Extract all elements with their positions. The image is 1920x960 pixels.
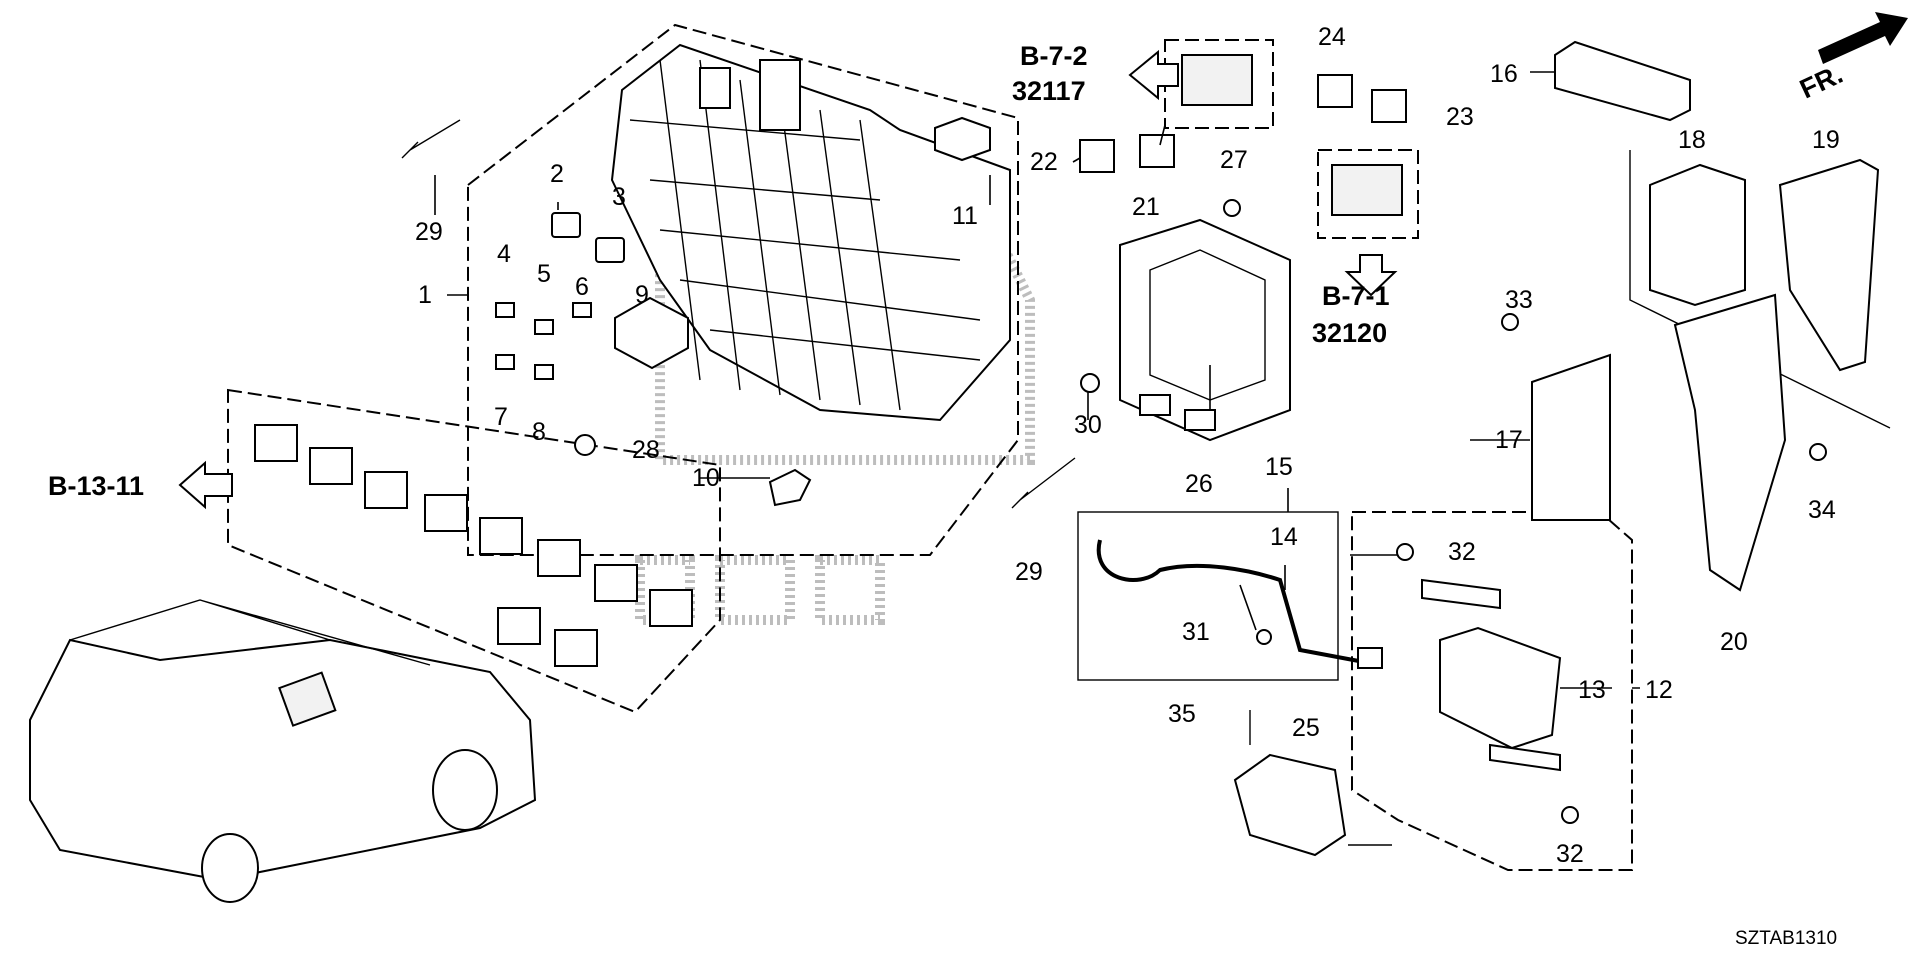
bolt-32-bottom [1561,806,1579,824]
bolt-29-top [401,119,461,159]
module-16 [1554,40,1691,122]
mini-fuse-8 [534,364,554,380]
part-labels: 1 2 3 4 5 6 7 8 9 10 11 12 13 14 15 16 1… [415,23,1840,868]
bolt-27 [1223,199,1241,217]
leader-lines [434,71,1640,846]
label-1: 1 [418,281,432,309]
label-22: 22 [1030,148,1058,176]
assembly-12-outline [1351,511,1633,871]
label-30: 30 [1074,411,1102,439]
bolt-32-top [1396,543,1414,561]
label-12: 12 [1645,676,1673,704]
mini-fuse-4 [495,302,515,318]
relay-9 [614,296,689,370]
vehicle-outline [29,599,537,903]
label-19: 19 [1812,126,1840,154]
relay-21 [1139,134,1175,168]
front-arrow-icon [1818,12,1908,64]
label-7: 7 [494,403,508,431]
module-17 [1531,353,1611,521]
label-33: 33 [1505,286,1533,314]
label-18: 18 [1678,126,1706,154]
harness-14 [1096,539,1381,667]
unit-13 [1439,626,1562,750]
label-9: 9 [635,281,649,309]
label-10: 10 [692,464,720,492]
label-29-top: 29 [415,218,443,246]
label-5: 5 [537,260,551,288]
relay-bank [254,424,693,667]
clip-10 [768,468,812,507]
relay-11 [934,116,991,162]
label-32-top: 32 [1448,538,1476,566]
label-15: 15 [1265,453,1293,481]
label-35: 35 [1168,700,1196,728]
ref-b7-1: B-7-1 [1322,281,1390,311]
arrow-b7-1 [1344,254,1398,297]
ref-b13-11: B-13-11 [48,471,144,501]
label-29-bottom: 29 [1015,558,1043,586]
label-27: 27 [1220,146,1248,174]
control-unit-26 [1119,218,1291,442]
label-21: 21 [1132,193,1160,221]
module-18 [1649,163,1746,307]
label-4: 4 [497,240,511,268]
fuse-box-group-outline [467,23,1019,556]
front-indicator: FR. [1795,59,1847,105]
bracket-top-12 [1421,578,1501,610]
harness-connector [1357,647,1383,669]
label-23: 23 [1446,103,1474,131]
sub-relay-box-b7-2 [1181,54,1253,106]
relay-23 [1371,89,1407,123]
mini-fuse-6 [572,302,592,318]
label-17: 17 [1495,426,1523,454]
label-16: 16 [1490,60,1518,88]
harness-15-box [1077,511,1339,681]
sub-relay-bottom-outline [1317,149,1419,239]
bracket-20 [1673,293,1787,592]
label-2: 2 [550,160,564,188]
fuse-box [610,43,1011,422]
label-13: 13 [1578,676,1606,704]
clip-31 [1256,629,1272,645]
label-31: 31 [1182,618,1210,646]
sensor-25 [1233,753,1347,857]
label-6: 6 [575,273,589,301]
sub-relay-box-b7-1 [1331,164,1403,216]
label-20: 20 [1720,628,1748,656]
bolt-33 [1501,313,1519,331]
label-3: 3 [612,183,626,211]
ref-b7-2: B-7-2 [1020,41,1088,71]
ref-b7-2-code: 32117 [1012,76,1086,106]
label-25: 25 [1292,714,1320,742]
bolt-28 [574,434,596,456]
mini-fuse-7 [495,354,515,370]
relay-24 [1317,74,1353,108]
diagram-code: SZTAB1310 [1735,928,1837,949]
label-14: 14 [1270,523,1298,551]
fuse-2 [551,212,581,238]
label-8: 8 [532,418,546,446]
bracket-19 [1778,158,1880,372]
nut-34 [1809,443,1827,461]
label-28: 28 [632,436,660,464]
label-34: 34 [1808,496,1836,524]
bolt-29-bottom [1011,457,1076,509]
relay-22 [1079,139,1115,173]
relay-group-outline [227,388,721,714]
label-26: 26 [1185,470,1213,498]
mini-fuse-5 [534,319,554,335]
arrow-b7-2 [1128,49,1179,101]
label-32-bottom: 32 [1556,840,1584,868]
nut-30 [1080,373,1100,393]
bracket-bottom-12 [1489,743,1561,772]
fuse-3 [595,237,625,263]
label-24: 24 [1318,23,1346,51]
arrow-b13-11 [178,460,233,510]
label-11: 11 [952,202,978,230]
ref-b7-1-code: 32120 [1312,318,1387,348]
bracket-area-divider [1629,150,1891,429]
